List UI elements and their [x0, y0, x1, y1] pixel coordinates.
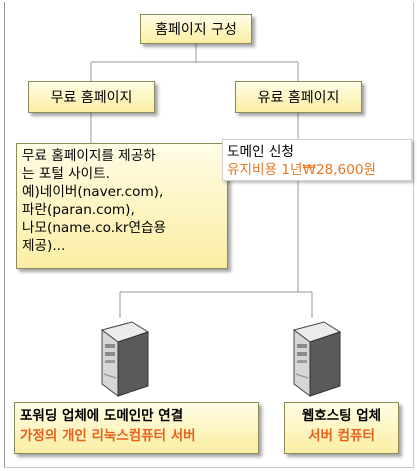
root-node-label: 홈페이지 구성 [155, 22, 237, 38]
server-tower-icon [100, 321, 150, 397]
paid-homepage-node: 유료 홈페이지 [235, 81, 362, 113]
description-line: 파란(paran.com), [22, 202, 135, 218]
description-line: 제공)... [22, 238, 66, 254]
server-tower-icon [292, 321, 342, 397]
domain-registration-title: 도메인 신청 [227, 144, 294, 160]
description-line: 무료 홈페이지를 제공하 [22, 148, 156, 164]
home-linux-server-line: 가정의 개인 리눅스컴퓨터 서버 [20, 428, 196, 444]
description-line: 예)네이버(naver.com), [22, 184, 164, 200]
domain-registration-note: 도메인 신청 유지비용 1년₩28,600원 [222, 139, 412, 181]
free-homepage-label: 무료 홈페이지 [50, 90, 133, 106]
web-hosting-option-box: 웹호스팅 업체 서버 컴퓨터 [284, 402, 399, 454]
description-line: 는 포털 사이트. [22, 166, 111, 182]
domain-maintenance-cost: 유지비용 1년₩28,600원 [227, 162, 377, 178]
forwarding-option-box: 포워딩 업체에 도메인만 연결 가정의 개인 리눅스컴퓨터 서버 [14, 402, 259, 454]
description-line: 나모(name.co.kr연습용 [22, 220, 167, 236]
free-homepage-description: 무료 홈페이지를 제공하 는 포털 사이트. 예)네이버(naver.com),… [16, 143, 228, 269]
server-computer-line: 서버 컴퓨터 [308, 428, 375, 444]
root-node-homepage-structure: 홈페이지 구성 [140, 14, 252, 44]
diagram-frame [4, 2, 414, 468]
free-homepage-node: 무료 홈페이지 [28, 81, 155, 113]
forwarding-line: 포워딩 업체에 도메인만 연결 [20, 408, 184, 424]
paid-homepage-label: 유료 홈페이지 [257, 90, 340, 106]
web-hosting-line: 웹호스팅 업체 [301, 408, 382, 424]
